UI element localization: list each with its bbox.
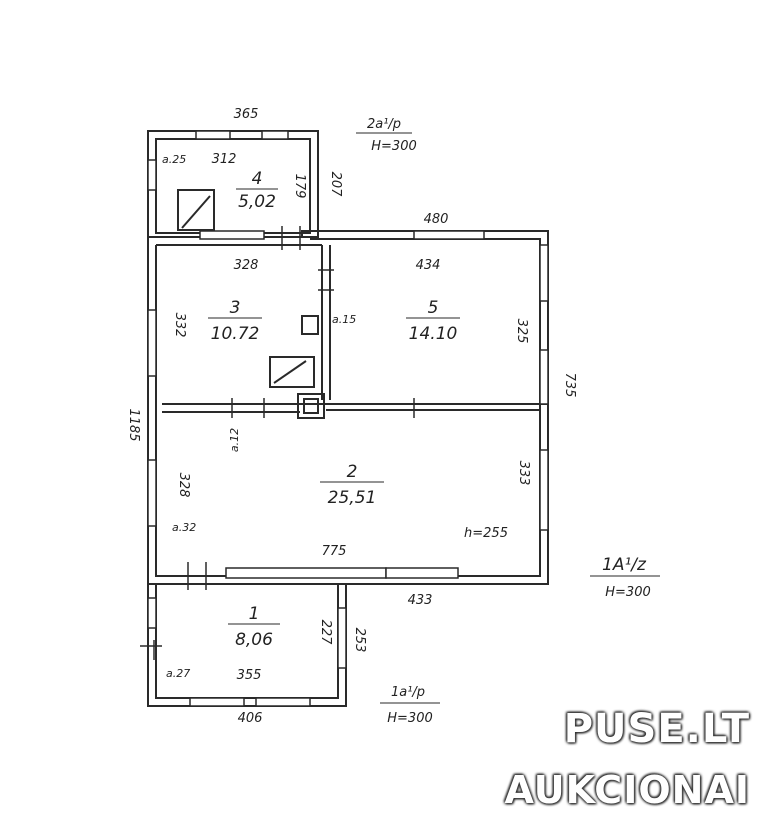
room-4-area: 5,02 [238, 192, 276, 212]
dim-333: 333 [516, 461, 531, 486]
wing-label-3-code: 1a¹/p [391, 685, 425, 700]
dim-253: 253 [352, 628, 367, 653]
note-a012: a.12 [228, 428, 241, 452]
window [539, 449, 549, 531]
dim-735: 735 [562, 373, 577, 398]
window [413, 230, 485, 240]
dim-433: 433 [408, 593, 433, 608]
window [539, 349, 549, 405]
wing-label-1-code: 2a¹/p [367, 117, 401, 132]
door-ticks [140, 226, 415, 660]
wing-label-2-height: H=300 [605, 585, 650, 600]
room-1-number: 1 [249, 604, 260, 624]
note-a025: a.25 [162, 153, 186, 166]
window [385, 567, 459, 579]
dim-480: 480 [424, 212, 449, 227]
heater-symbol [301, 315, 319, 335]
dim-207: 207 [328, 172, 343, 198]
dim-406: 406 [238, 711, 263, 726]
room-3-number: 3 [230, 298, 241, 318]
note-h255: h=255 [464, 526, 508, 541]
window [539, 244, 549, 302]
stove-inner [303, 398, 319, 414]
room-2-area: 25,51 [328, 488, 377, 508]
window [225, 567, 387, 579]
room-5-area: 14.10 [409, 324, 458, 344]
stove [297, 393, 325, 419]
stair-line [181, 195, 211, 229]
room-3-area: 10.72 [211, 324, 260, 344]
note-a032: a.32 [172, 521, 196, 534]
note-a027: a.27 [166, 667, 190, 680]
stair-room3-line [273, 360, 307, 384]
dim-227: 227 [318, 620, 333, 646]
room-2-number: 2 [347, 462, 358, 482]
room-1-area: 8,06 [235, 630, 273, 650]
label-underlines [208, 132, 660, 704]
dim-1185: 1185 [126, 408, 141, 441]
dim-328-left: 328 [176, 473, 191, 498]
dim-365: 365 [234, 107, 259, 122]
wing-label-2-code: 1A¹/z [602, 555, 647, 575]
dim-312: 312 [212, 152, 237, 167]
wing-label-3-height: H=300 [387, 711, 432, 726]
window [147, 309, 157, 377]
stair-symbol [177, 189, 215, 231]
stair-room3 [269, 356, 315, 388]
window [195, 130, 231, 140]
note-a015: a.15 [332, 313, 356, 326]
walls [147, 130, 549, 707]
window [337, 607, 347, 669]
room-4-number: 4 [252, 169, 263, 189]
dim-434: 434 [416, 258, 441, 273]
dim-325: 325 [514, 319, 529, 344]
wing-label-1-height: H=300 [371, 139, 416, 154]
window [261, 130, 289, 140]
watermark-line-2: AUKCIONAI [504, 768, 750, 812]
window [147, 597, 157, 629]
windows-and-doors [147, 130, 549, 707]
dim-775: 775 [322, 544, 347, 559]
window [255, 697, 311, 707]
dim-332: 332 [172, 313, 187, 338]
room-5-number: 5 [428, 298, 439, 318]
dim-355: 355 [237, 668, 262, 683]
watermark-line-1: PUSE.LT [563, 706, 750, 752]
window [147, 459, 157, 527]
window [189, 697, 245, 707]
dim-328-top: 328 [234, 258, 259, 273]
window [199, 230, 265, 240]
window [147, 159, 157, 191]
dim-179: 179 [292, 174, 307, 199]
